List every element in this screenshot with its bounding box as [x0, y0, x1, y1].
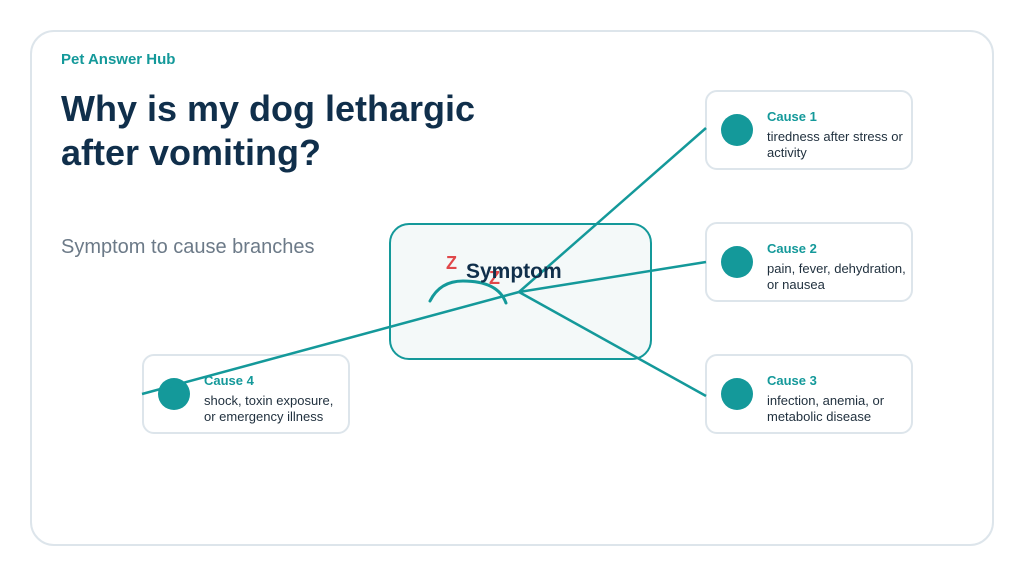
cause-title: Cause 4 [204, 373, 254, 388]
subtitle: Symptom to cause branches [61, 236, 315, 258]
cause-title: Cause 1 [767, 109, 817, 124]
cause-title: Cause 2 [767, 241, 817, 256]
cause-dot-icon [721, 114, 753, 146]
cause-dot-icon [721, 378, 753, 410]
cause-card-2: Cause 2 pain, fever, dehydration, or nau… [705, 222, 913, 302]
cause-title: Cause 3 [767, 373, 817, 388]
title-line-2: after vomiting? [61, 132, 322, 173]
cause-dot-icon [721, 246, 753, 278]
cause-text: pain, fever, dehydration, or nausea [767, 261, 906, 292]
page-title: Why is my dog lethargic after vomiting? [61, 87, 581, 175]
symptom-hub [389, 223, 652, 360]
cause-card-1: Cause 1 tiredness after stress or activi… [705, 90, 913, 170]
cause-card-4: Cause 4 shock, toxin exposure, or emerge… [142, 354, 350, 434]
cause-dot-icon [158, 378, 190, 410]
brand-label: Pet Answer Hub [61, 51, 176, 68]
cause-text: tiredness after stress or activity [767, 129, 903, 160]
sleep-z-icon: Z [446, 253, 457, 273]
sleep-z-icon: Z [489, 268, 500, 288]
cause-text: infection, anemia, or metabolic disease [767, 393, 885, 424]
symptom-label: Symptom [466, 260, 562, 283]
cause-text: shock, toxin exposure, or emergency illn… [204, 393, 334, 424]
title-line-1: Why is my dog lethargic [61, 88, 476, 129]
cause-card-3: Cause 3 infection, anemia, or metabolic … [705, 354, 913, 434]
